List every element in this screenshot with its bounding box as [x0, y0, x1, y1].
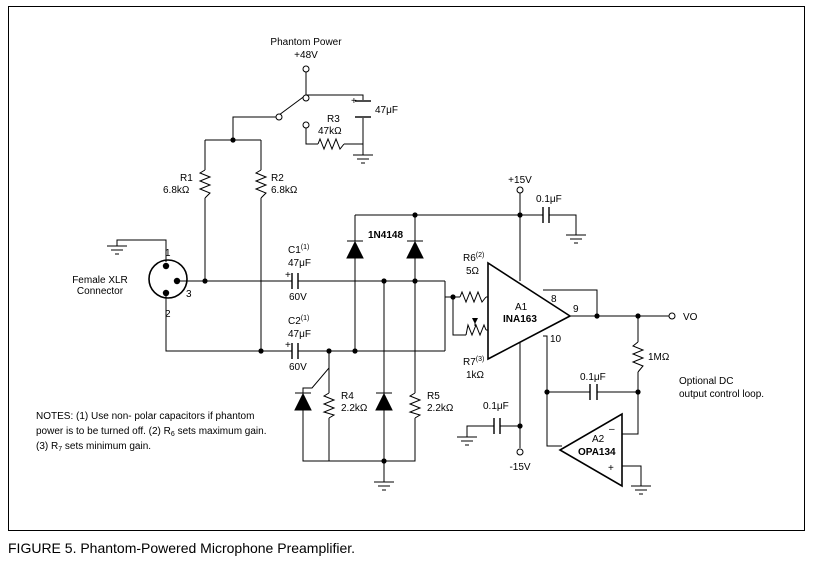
r2-value: 6.8kΩ	[271, 185, 298, 196]
r2-designator: R2	[271, 173, 284, 184]
r3-resistor	[317, 137, 345, 151]
r7-resistor	[465, 323, 487, 337]
a2-minus: –	[609, 424, 615, 435]
r1-designator: R1	[180, 173, 193, 184]
vneg-label: -15V	[509, 462, 530, 473]
schematic: Phantom Power +48V R3 47kΩ + 47μF R1 6.8…	[36, 37, 764, 495]
r1-value: 6.8kΩ	[163, 185, 190, 196]
a1-pin8: 8	[551, 294, 557, 305]
r6-resistor	[459, 290, 487, 304]
c-fb-value: 0.1μF	[580, 372, 606, 383]
a1-pin10: 10	[550, 334, 562, 345]
junctions	[202, 137, 641, 464]
a2-opamp	[558, 412, 623, 488]
notes-line2: power is to be turned off. (2) R6 sets m…	[36, 426, 267, 438]
r4-value: 2.2kΩ	[341, 403, 368, 414]
xlr-connector	[148, 259, 188, 299]
xlr-label-line1: Female XLR	[72, 275, 128, 286]
xlr-pin2: 2	[165, 309, 171, 320]
ground-icon	[353, 154, 373, 164]
r4-designator: R4	[341, 391, 354, 402]
phantom-title: Phantom Power	[270, 37, 342, 48]
r1-resistor	[198, 169, 212, 199]
figure-frame	[8, 6, 805, 531]
diode-d3	[294, 392, 312, 411]
r3-designator: R3	[327, 114, 340, 125]
diode-d4	[375, 392, 393, 411]
a2-part: OPA134	[578, 447, 616, 458]
vo-label: VO	[683, 312, 698, 323]
r3-value: 47kΩ	[318, 126, 342, 137]
r5-resistor	[408, 392, 422, 419]
c2-voltage: 60V	[289, 362, 307, 373]
a1-opamp	[487, 261, 572, 361]
notes-line3: (3) R7 sets minimum gain.	[36, 441, 151, 453]
ground-icon	[107, 245, 127, 255]
a1-designator: A1	[515, 302, 528, 313]
r7-wiper-arrow	[472, 318, 478, 324]
diode-d1	[346, 240, 364, 259]
r6-designator: R6(2)	[463, 252, 484, 264]
c2-designator: C2(1)	[288, 315, 309, 327]
r6-value: 5Ω	[466, 266, 480, 277]
notes-line1: NOTES: (1) Use non- polar capacitors if …	[36, 411, 254, 422]
a1-part: INA163	[503, 314, 537, 325]
figure-caption: FIGURE 5. Phantom-Powered Microphone Pre…	[8, 540, 356, 556]
diodes	[294, 240, 424, 461]
c2-value: 47μF	[288, 329, 311, 340]
c1-voltage: 60V	[289, 292, 307, 303]
ground-icon	[566, 234, 586, 244]
optional-line2: output control loop.	[679, 389, 764, 400]
r5-designator: R5	[427, 391, 440, 402]
a1-pin9: 9	[573, 304, 579, 315]
grounds	[107, 154, 651, 495]
a2-plus: +	[608, 463, 614, 474]
xlr-pin1: 1	[165, 248, 171, 259]
capacitors	[291, 100, 598, 434]
ground-icon	[374, 481, 394, 491]
r7-value: 1kΩ	[466, 370, 485, 381]
c-neg-value: 0.1μF	[483, 401, 509, 412]
c1-value: 47μF	[288, 258, 311, 269]
r4-resistor	[322, 392, 336, 419]
optional-line1: Optional DC	[679, 376, 733, 387]
vpos-label: +15V	[508, 175, 532, 186]
c1-designator: C1(1)	[288, 244, 309, 256]
xlr-label-line2: Connector	[77, 286, 124, 297]
rout-value: 1MΩ	[648, 352, 670, 363]
terminals	[275, 65, 676, 456]
r5-value: 2.2kΩ	[427, 403, 454, 414]
c-phantom-polarity: +	[351, 96, 357, 107]
c-phantom-value: 47μF	[375, 105, 398, 116]
r7-designator: R7(3)	[463, 356, 484, 368]
rout-resistor	[631, 341, 645, 373]
resistors	[198, 137, 645, 419]
c1-polarity: +	[285, 270, 291, 281]
r2-resistor	[254, 169, 268, 199]
a2-designator: A2	[592, 434, 605, 445]
ground-icon	[631, 485, 651, 495]
xlr-pin3: 3	[186, 289, 192, 300]
diode-label: 1N4148	[368, 230, 403, 241]
c-top-value: 0.1μF	[536, 194, 562, 205]
diode-d2	[406, 240, 424, 259]
ground-icon	[457, 436, 477, 446]
c2-polarity: +	[285, 340, 291, 351]
wires	[116, 72, 672, 486]
phantom-voltage: +48V	[294, 50, 318, 61]
